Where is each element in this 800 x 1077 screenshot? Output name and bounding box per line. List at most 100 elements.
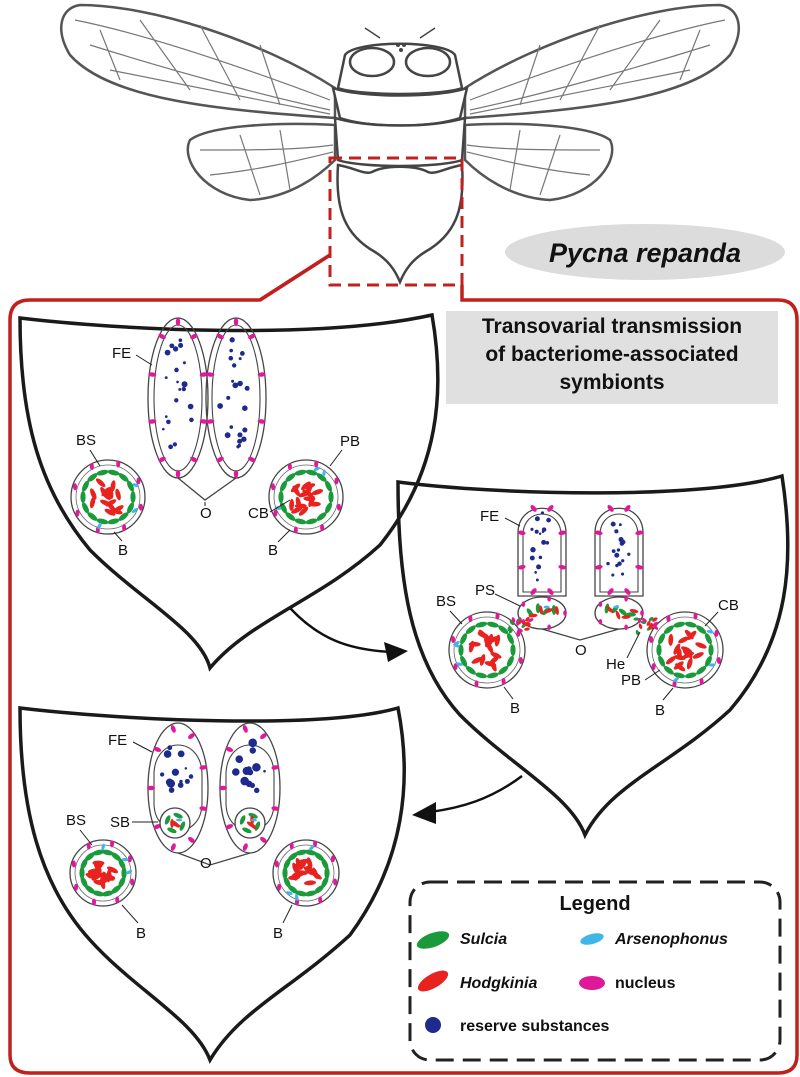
sulcia-cell	[278, 491, 284, 503]
nucleus-marker	[518, 656, 523, 664]
arrow-stage2-to-3	[429, 774, 523, 814]
sulcia-cell	[486, 621, 499, 628]
reserve-dot	[177, 782, 184, 788]
nucleus-marker	[474, 680, 479, 688]
nucleus-marker	[199, 806, 208, 811]
hodgkinia-cell	[89, 496, 96, 509]
arsenophonus-cell	[176, 818, 182, 822]
label-B: B	[268, 542, 278, 559]
reserve-dot	[174, 367, 179, 373]
nucleus-marker	[318, 896, 323, 904]
legend-swatch-reserve	[425, 1017, 441, 1033]
left-forewing	[60, 3, 337, 120]
sulcia-cell	[304, 849, 317, 856]
nucleus-marker	[233, 318, 239, 326]
reserve-dot	[181, 386, 186, 392]
sulcia-cell	[164, 815, 171, 825]
legend-swatch-nucleus	[579, 976, 605, 990]
sulcia-cell	[283, 858, 291, 870]
reserve-dot	[618, 523, 622, 527]
label-B: B	[136, 925, 146, 942]
reserve-dot	[184, 767, 188, 770]
nucleus-marker	[153, 746, 162, 752]
reserve-dot	[237, 380, 243, 387]
sulcia-cell	[179, 821, 186, 831]
nucleus-marker	[233, 470, 239, 478]
nucleus-marker	[73, 483, 78, 491]
nucleus-marker	[206, 419, 215, 424]
sulcia-cell	[285, 512, 296, 521]
hodgkinia-cell	[684, 629, 694, 640]
nucleus-marker	[190, 333, 198, 340]
sulcia-cell	[127, 502, 135, 514]
right-forewing	[463, 3, 740, 120]
hodgkinia-cell	[488, 633, 494, 646]
label-O: O	[200, 505, 212, 522]
hodgkinia-cell	[104, 508, 116, 516]
reserve-dot	[189, 417, 194, 423]
nucleus-marker	[495, 612, 500, 620]
follicle-right-1	[205, 317, 267, 479]
nucleus-marker	[75, 509, 80, 517]
reserve-dot	[164, 349, 171, 356]
nucleus-marker	[517, 530, 526, 536]
hodgkinia-cell	[606, 606, 614, 613]
nucleus-marker	[216, 333, 224, 340]
hodgkinia-cell	[471, 657, 483, 664]
arsenophonus-cell	[543, 605, 550, 609]
cicada-illustration	[60, 3, 740, 286]
nucleus-marker	[257, 372, 266, 377]
nucleus-marker	[248, 333, 256, 340]
arsenophonus-cell	[453, 643, 460, 648]
reserve-dot	[179, 779, 183, 784]
nucleus-marker	[257, 419, 266, 424]
hodgkinia-cell	[292, 485, 301, 497]
arsenophonus-cell	[97, 522, 102, 529]
sulcia-cell	[118, 512, 129, 521]
sulcia-cell	[111, 885, 122, 894]
hodgkinia-cell	[615, 610, 621, 620]
nucleus-marker	[530, 505, 537, 512]
reserve-dot	[529, 555, 535, 561]
reserve-dot	[244, 385, 250, 391]
sulcia-cell	[656, 644, 662, 656]
nucleus-marker	[294, 898, 299, 906]
migrating-symbiont	[653, 625, 659, 630]
nucleus-marker	[635, 564, 644, 570]
label-He: He	[606, 656, 625, 673]
hodgkinia-cell	[544, 608, 554, 613]
sulcia-cell	[79, 867, 85, 879]
reserve-dot	[232, 382, 239, 389]
hodgkinia-cell	[295, 496, 302, 509]
sulcia-cell	[510, 644, 516, 656]
reserve-dot	[249, 782, 256, 788]
bacteriome-outline	[70, 459, 146, 535]
arsenophonus-cell	[295, 893, 299, 901]
sulcia-cell	[287, 852, 298, 861]
sulcia-cell	[121, 867, 127, 879]
nucleus-marker	[699, 677, 704, 685]
sulcia-cell	[316, 512, 327, 521]
nucleus-marker	[320, 524, 325, 532]
sulcia-cell	[118, 858, 126, 870]
hodgkinia-cell	[489, 655, 499, 665]
hodgkinia-cell	[102, 874, 115, 881]
nucleus-marker	[225, 824, 234, 830]
legend-swatch-sulcia	[416, 931, 450, 949]
sulcia-cell	[81, 480, 89, 492]
reserve-dot	[174, 398, 179, 403]
sulcia-cell	[506, 633, 514, 645]
reserve-dot	[621, 559, 625, 563]
nucleus-marker	[116, 460, 121, 468]
nucleus-marker	[271, 483, 276, 491]
reserve-dot	[617, 561, 622, 566]
legend-swatch-arsenophonus	[580, 933, 604, 945]
reserve-dot	[538, 555, 543, 560]
sulcia-cell	[282, 867, 288, 879]
migrating-symbiont	[508, 628, 513, 634]
hodgkinia-cell	[171, 822, 181, 828]
nucleus-marker	[188, 733, 195, 740]
nucleus-marker	[242, 725, 248, 733]
label-PS: PS	[475, 582, 495, 599]
